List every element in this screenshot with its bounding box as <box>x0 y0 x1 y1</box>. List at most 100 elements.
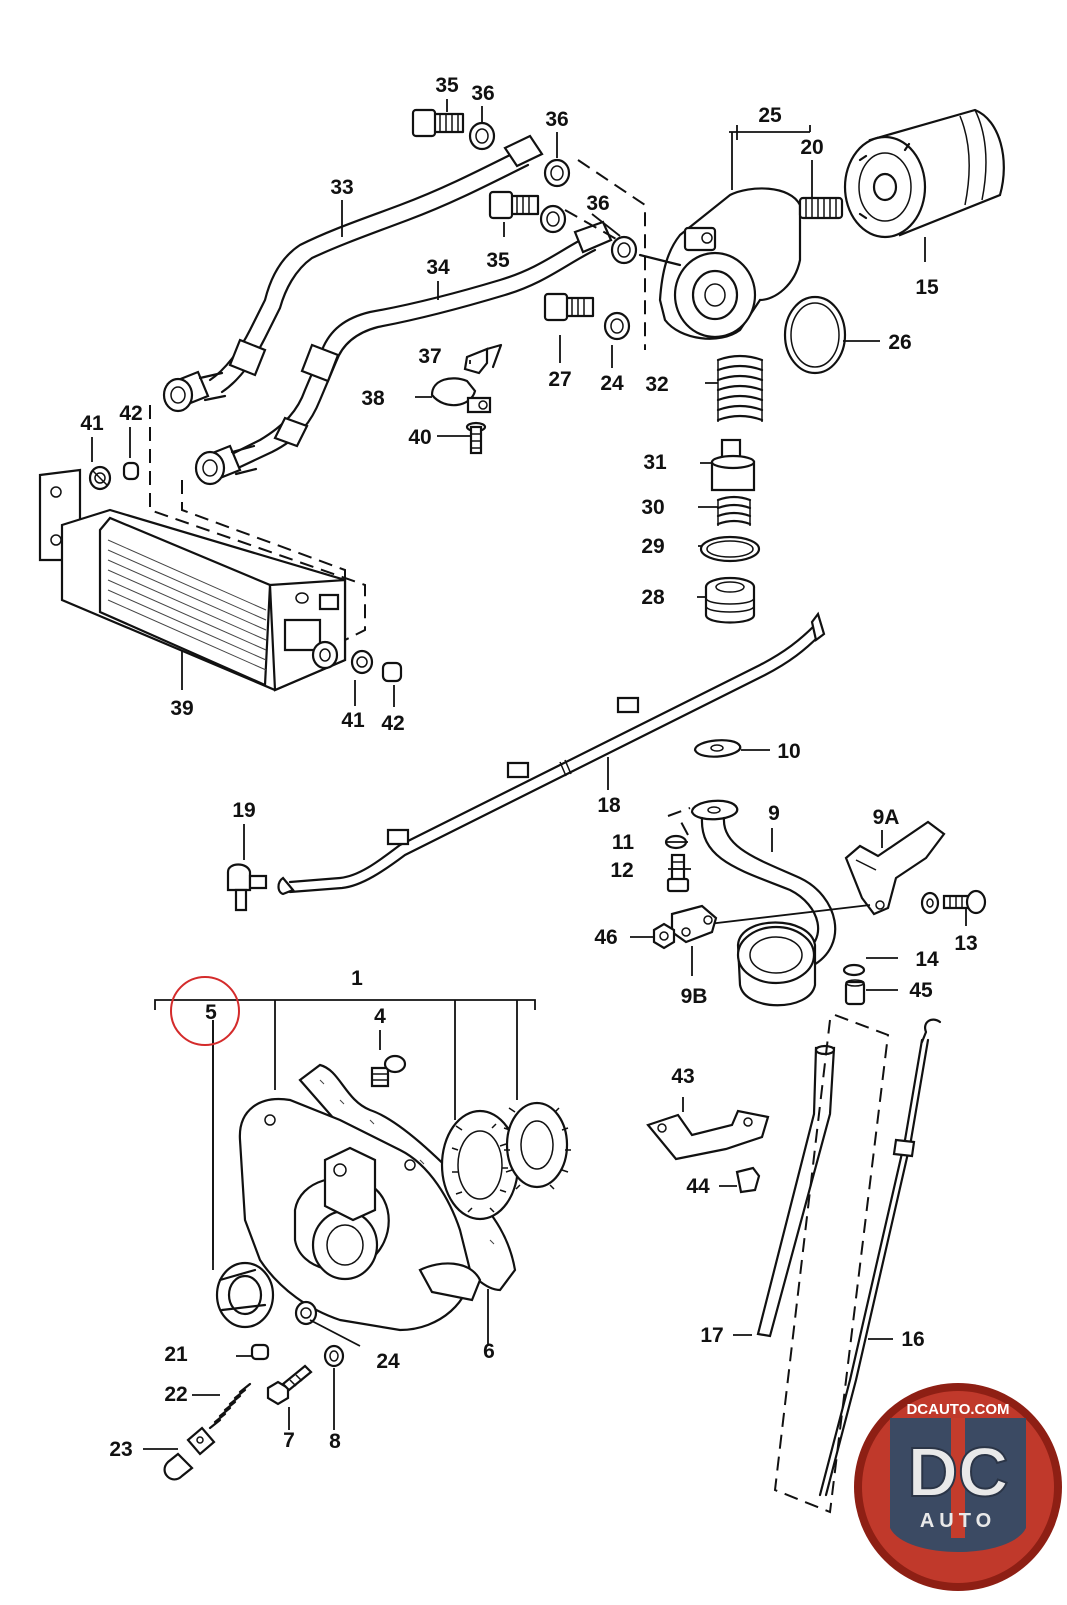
callout-17: 17 <box>700 1324 723 1347</box>
spring-22 <box>208 1382 252 1430</box>
callout-12: 12 <box>610 859 633 882</box>
assembly-guide-line <box>773 1014 890 1514</box>
assembly-guide-line <box>699 904 871 926</box>
callout-44: 44 <box>686 1175 710 1198</box>
plug-21 <box>250 1343 270 1361</box>
washer-24-upper <box>603 311 631 341</box>
callout-25: 25 <box>758 104 782 127</box>
washer-8 <box>323 1344 345 1368</box>
callout-42: 42 <box>119 402 142 425</box>
oil-filter-15 <box>843 108 1005 239</box>
bolt-7 <box>266 1364 313 1406</box>
callout-40: 40 <box>408 426 431 449</box>
banjo-bolt-35-lower <box>488 190 540 220</box>
spring-30 <box>716 495 752 526</box>
callout-15: 15 <box>915 276 939 299</box>
callout-31: 31 <box>643 451 667 474</box>
oil-cooler-39 <box>38 468 347 692</box>
washer-14-a <box>920 891 940 915</box>
bracket-9a <box>844 820 946 916</box>
bolt-13 <box>942 889 987 915</box>
pump-group-bracket <box>154 999 536 1260</box>
fitting-19 <box>226 863 268 912</box>
line-fitting-upper <box>162 370 227 413</box>
callout-34: 34 <box>426 256 450 279</box>
plug-28 <box>704 576 756 624</box>
callout-23: 23 <box>109 1438 132 1461</box>
dipstick-tube-17 <box>756 1044 836 1338</box>
washer-36-b <box>543 158 571 188</box>
callout-19: 19 <box>232 799 255 822</box>
oil-line-33 <box>208 134 544 394</box>
callout-29: 29 <box>641 535 664 558</box>
clamp-38 <box>430 377 492 414</box>
callout-30: 30 <box>641 496 664 519</box>
washer-36-a <box>468 121 496 151</box>
callout-46: 46 <box>594 926 617 949</box>
sleeve-42-lower <box>381 661 403 683</box>
callout-20: 20 <box>800 136 823 159</box>
oil-filter-housing <box>638 187 802 340</box>
callout-6: 6 <box>483 1340 495 1363</box>
banjo-bolt-35-upper <box>411 108 465 138</box>
washer-36-d <box>610 235 638 265</box>
plug-23 <box>163 1426 216 1481</box>
tube-18 <box>277 611 826 896</box>
bolt-12 <box>666 853 690 893</box>
screw-40 <box>465 421 487 455</box>
bolt-45 <box>844 979 866 1006</box>
callout-39: 39 <box>170 697 193 720</box>
banjo-bolt-27 <box>543 292 595 322</box>
callout-10: 10 <box>777 740 800 763</box>
callout-14: 14 <box>915 948 939 971</box>
callout-8: 8 <box>329 1430 341 1453</box>
callout-18: 18 <box>597 794 621 817</box>
screw-4 <box>370 1054 407 1088</box>
callout-45: 45 <box>909 979 933 1002</box>
dipstick-16 <box>818 1018 942 1497</box>
spring-32 <box>716 354 764 422</box>
callout-28: 28 <box>641 586 665 609</box>
highlight-circle <box>170 976 240 1046</box>
logo-main-text: DC <box>907 1433 1008 1511</box>
piston-31 <box>710 438 756 492</box>
threaded-nipple-20 <box>798 196 844 220</box>
seal-ring-29 <box>699 535 761 563</box>
callout-21: 21 <box>164 1343 188 1366</box>
callout-9b: 9B <box>681 985 708 1008</box>
logo-stripe <box>951 1418 965 1538</box>
oil-pump-housing <box>238 1097 482 1332</box>
callout-24: 24 <box>600 372 624 395</box>
assembly-guide-line <box>667 807 691 836</box>
bracket-43 <box>646 1109 770 1161</box>
callout-7: 7 <box>283 1429 295 1452</box>
callout-16: 16 <box>901 1328 924 1351</box>
washer-36-c <box>539 204 567 234</box>
callout-26: 26 <box>888 331 911 354</box>
callout-42: 42 <box>381 712 404 735</box>
callout-37: 37 <box>418 345 441 368</box>
dcauto-logo: DCAUTO.COM DC AUTO <box>854 1383 1062 1591</box>
callout-33: 33 <box>330 176 353 199</box>
callout-13: 13 <box>954 932 977 955</box>
nut-41-lower <box>350 649 374 675</box>
sleeve-42-upper <box>122 461 140 481</box>
seal-5 <box>215 1261 275 1329</box>
callout-9a: 9A <box>873 806 900 829</box>
assembly-guide-line <box>577 159 646 350</box>
logo-top-text: DCAUTO.COM <box>906 1401 1009 1418</box>
callout-11: 11 <box>612 831 635 854</box>
callout-22: 22 <box>164 1383 187 1406</box>
o-ring-26 <box>783 295 847 375</box>
callout-24: 24 <box>376 1350 400 1373</box>
assembly-guide-line <box>181 480 346 610</box>
drive-gear <box>503 1101 571 1190</box>
logo-sub-text: AUTO <box>920 1510 996 1532</box>
callout-36: 36 <box>586 192 609 215</box>
callout-32: 32 <box>645 373 668 396</box>
washer-14-b <box>842 963 866 977</box>
callout-36: 36 <box>545 108 568 131</box>
clip-37 <box>463 343 503 375</box>
